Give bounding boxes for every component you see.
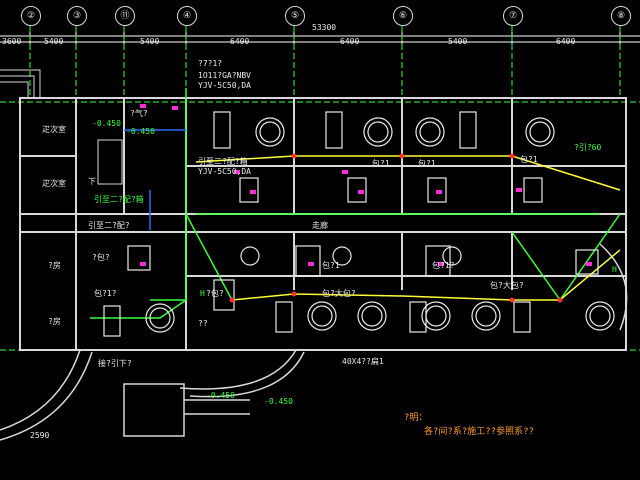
elevation-small: -0.450 [206, 391, 235, 400]
cable-route-label: 引至二?配?箱 [198, 157, 248, 166]
axis-bubble-3: ③ [67, 6, 87, 26]
dimension-span-4: 6400 [230, 37, 250, 46]
title-line-3: YJV-5C50,DA [198, 81, 251, 90]
dimension-span-1: 3600 [2, 37, 22, 46]
entrance-curves [0, 243, 628, 441]
bottom-pipe-label: 40X4??扁1 [342, 357, 384, 366]
axis-bubble-4: ④ [177, 6, 197, 26]
cable-spec-label: YJV-5C50,DA [198, 167, 251, 176]
title-line-2: 1O11?GA?NBV [198, 71, 251, 80]
elevation-stair: -0.450 [126, 127, 155, 136]
box-label-2: 包?1 [418, 159, 436, 168]
stair-blue [124, 129, 186, 230]
axis-bubble-8: ⑧ [611, 6, 631, 26]
note-text: 各?间?系?施工??参照系?? [424, 427, 534, 437]
axis-bubble-2: ② [21, 6, 41, 26]
dimension-span-7: 6400 [556, 37, 576, 46]
axis-bubble-5: ⑤ [285, 6, 305, 26]
room-label-left-2: 疋次室 [42, 179, 66, 188]
dimension-lines [0, 30, 640, 48]
corridor-label: 走廊 [312, 221, 328, 230]
note-title: ?明： [404, 413, 428, 423]
upper-right-tag: ?引?60 [574, 143, 602, 152]
round-tables-upper [255, 117, 555, 147]
room-label-b: ?房 [48, 317, 61, 326]
panel-tag: ?气? [130, 109, 148, 118]
yellow-pipes [195, 155, 621, 301]
box-label-mid: 包?1? [432, 261, 455, 270]
dimension-span-2: 5400 [44, 37, 64, 46]
dimension-span-5: 6400 [340, 37, 360, 46]
stair-top-left [0, 69, 123, 185]
elevation-bottom: -0.450 [264, 397, 293, 406]
box-label-left: 包?1? [94, 289, 117, 298]
axis-bubble-11: ⑪ [115, 6, 135, 26]
dimension-span-3: 5400 [140, 37, 160, 46]
dimension-total: 53300 [312, 23, 337, 32]
stair-down-label: 下 [88, 177, 96, 186]
room-question-label: ?? [198, 319, 208, 328]
ground-link-label: 接?引下? [98, 359, 132, 368]
room-label-a: ?房 [48, 261, 61, 270]
magenta-markers [140, 104, 592, 266]
box-label-lower: ?包? [92, 253, 110, 262]
title-line-1: ?7?1? [198, 59, 223, 68]
right-tag: H [612, 265, 617, 274]
box-label-3: 包?1 [520, 155, 538, 164]
room-label-left-1: 疋次室 [42, 125, 66, 134]
axis-bubble-6: ⑥ [393, 6, 413, 26]
furniture-blocks [103, 111, 599, 337]
box-label-1: 包?1 [372, 159, 390, 168]
pipe-h-label: H [200, 289, 205, 298]
axis-grid-lines [0, 26, 640, 351]
round-tables-lower [145, 246, 615, 333]
dimension-bottom: 2590 [30, 431, 50, 440]
cable-route-label-2: 引至二?配?箱 [94, 195, 144, 204]
axis-bubble-7: ⑦ [503, 6, 523, 26]
red-nodes [229, 153, 563, 303]
cable-note-label: 引至二?配? [88, 221, 130, 230]
box-label-lower-2: ?包? [206, 289, 224, 298]
box-label-big-2: 包?大包? [490, 281, 524, 290]
box-label-big: 包?大包? [322, 289, 356, 298]
dimension-span-6: 5400 [448, 37, 468, 46]
box-label-4: 包?1 [322, 261, 340, 270]
elevation-left: -0.450 [92, 119, 121, 128]
